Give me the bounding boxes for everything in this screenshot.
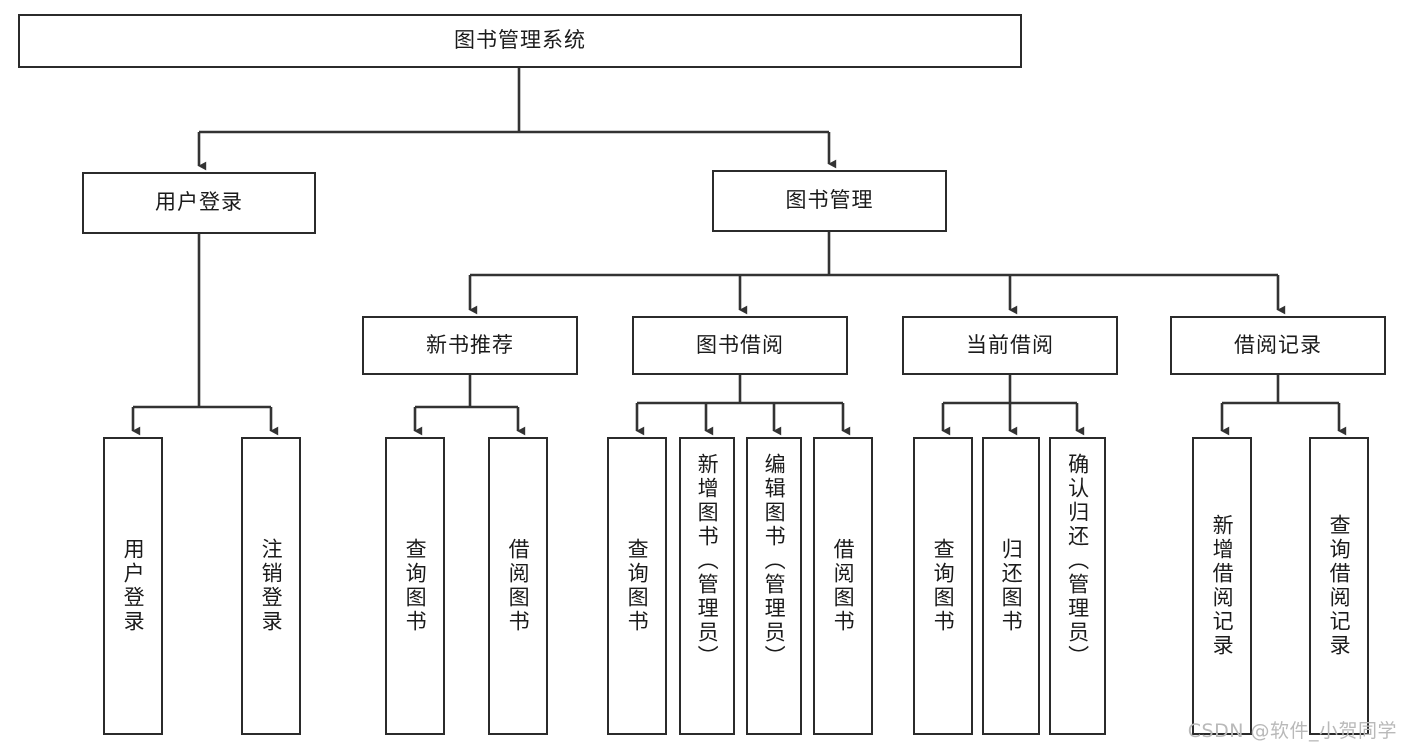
node-root-label: 图书管理系统 bbox=[454, 28, 586, 53]
node-leaf-add-borrow-record-label: 新增借阅记录 bbox=[1210, 514, 1235, 658]
node-leaf-query-book-2-label: 查询图书 bbox=[625, 538, 650, 634]
node-leaf-return-book-label: 归还图书 bbox=[999, 538, 1024, 634]
node-leaf-query-book-3-label: 查询图书 bbox=[931, 538, 956, 634]
node-book-borrow-label: 图书借阅 bbox=[696, 332, 784, 357]
node-leaf-query-borrow-record-label: 查询借阅记录 bbox=[1327, 514, 1352, 658]
node-leaf-edit-book-admin-label: 编辑图书（管理员） bbox=[762, 453, 787, 669]
node-leaf-query-borrow-record[interactable]: 查询借阅记录 bbox=[1309, 437, 1369, 735]
node-leaf-query-book-1[interactable]: 查询图书 bbox=[385, 437, 445, 735]
node-leaf-borrow-book-2[interactable]: 借阅图书 bbox=[813, 437, 873, 735]
node-leaf-query-book-3[interactable]: 查询图书 bbox=[913, 437, 973, 735]
watermark: CSDN @软件_小贺同学 bbox=[1187, 720, 1397, 742]
node-root[interactable]: 图书管理系统 bbox=[18, 14, 1022, 68]
node-current-borrow-label: 当前借阅 bbox=[966, 332, 1054, 357]
node-book-borrow[interactable]: 图书借阅 bbox=[632, 316, 848, 375]
node-leaf-borrow-book-1-label: 借阅图书 bbox=[506, 538, 531, 634]
node-new-book-recommend[interactable]: 新书推荐 bbox=[362, 316, 578, 375]
node-leaf-query-book-1-label: 查询图书 bbox=[403, 538, 428, 634]
node-book-management-label: 图书管理 bbox=[785, 188, 874, 213]
node-leaf-confirm-return-admin-label: 确认归还（管理员） bbox=[1065, 453, 1090, 669]
node-leaf-add-borrow-record[interactable]: 新增借阅记录 bbox=[1192, 437, 1252, 735]
node-user-login[interactable]: 用户登录 bbox=[82, 172, 316, 234]
node-borrow-records[interactable]: 借阅记录 bbox=[1170, 316, 1386, 375]
node-leaf-logout-label: 注销登录 bbox=[259, 538, 284, 634]
node-leaf-borrow-book-1[interactable]: 借阅图书 bbox=[488, 437, 548, 735]
node-user-login-label: 用户登录 bbox=[155, 190, 243, 215]
node-leaf-add-book-admin-label: 新增图书（管理员） bbox=[695, 453, 720, 669]
node-leaf-add-book-admin[interactable]: 新增图书（管理员） bbox=[679, 437, 735, 735]
node-leaf-logout[interactable]: 注销登录 bbox=[241, 437, 301, 735]
node-leaf-edit-book-admin[interactable]: 编辑图书（管理员） bbox=[746, 437, 802, 735]
node-leaf-user-login-label: 用户登录 bbox=[121, 538, 146, 634]
node-leaf-return-book[interactable]: 归还图书 bbox=[982, 437, 1040, 735]
node-current-borrow[interactable]: 当前借阅 bbox=[902, 316, 1118, 375]
node-book-management[interactable]: 图书管理 bbox=[712, 170, 947, 232]
node-new-book-recommend-label: 新书推荐 bbox=[426, 332, 514, 357]
node-leaf-confirm-return-admin[interactable]: 确认归还（管理员） bbox=[1049, 437, 1106, 735]
node-leaf-user-login[interactable]: 用户登录 bbox=[103, 437, 163, 735]
node-leaf-borrow-book-2-label: 借阅图书 bbox=[831, 538, 856, 634]
node-borrow-records-label: 借阅记录 bbox=[1234, 332, 1322, 357]
node-leaf-query-book-2[interactable]: 查询图书 bbox=[607, 437, 667, 735]
